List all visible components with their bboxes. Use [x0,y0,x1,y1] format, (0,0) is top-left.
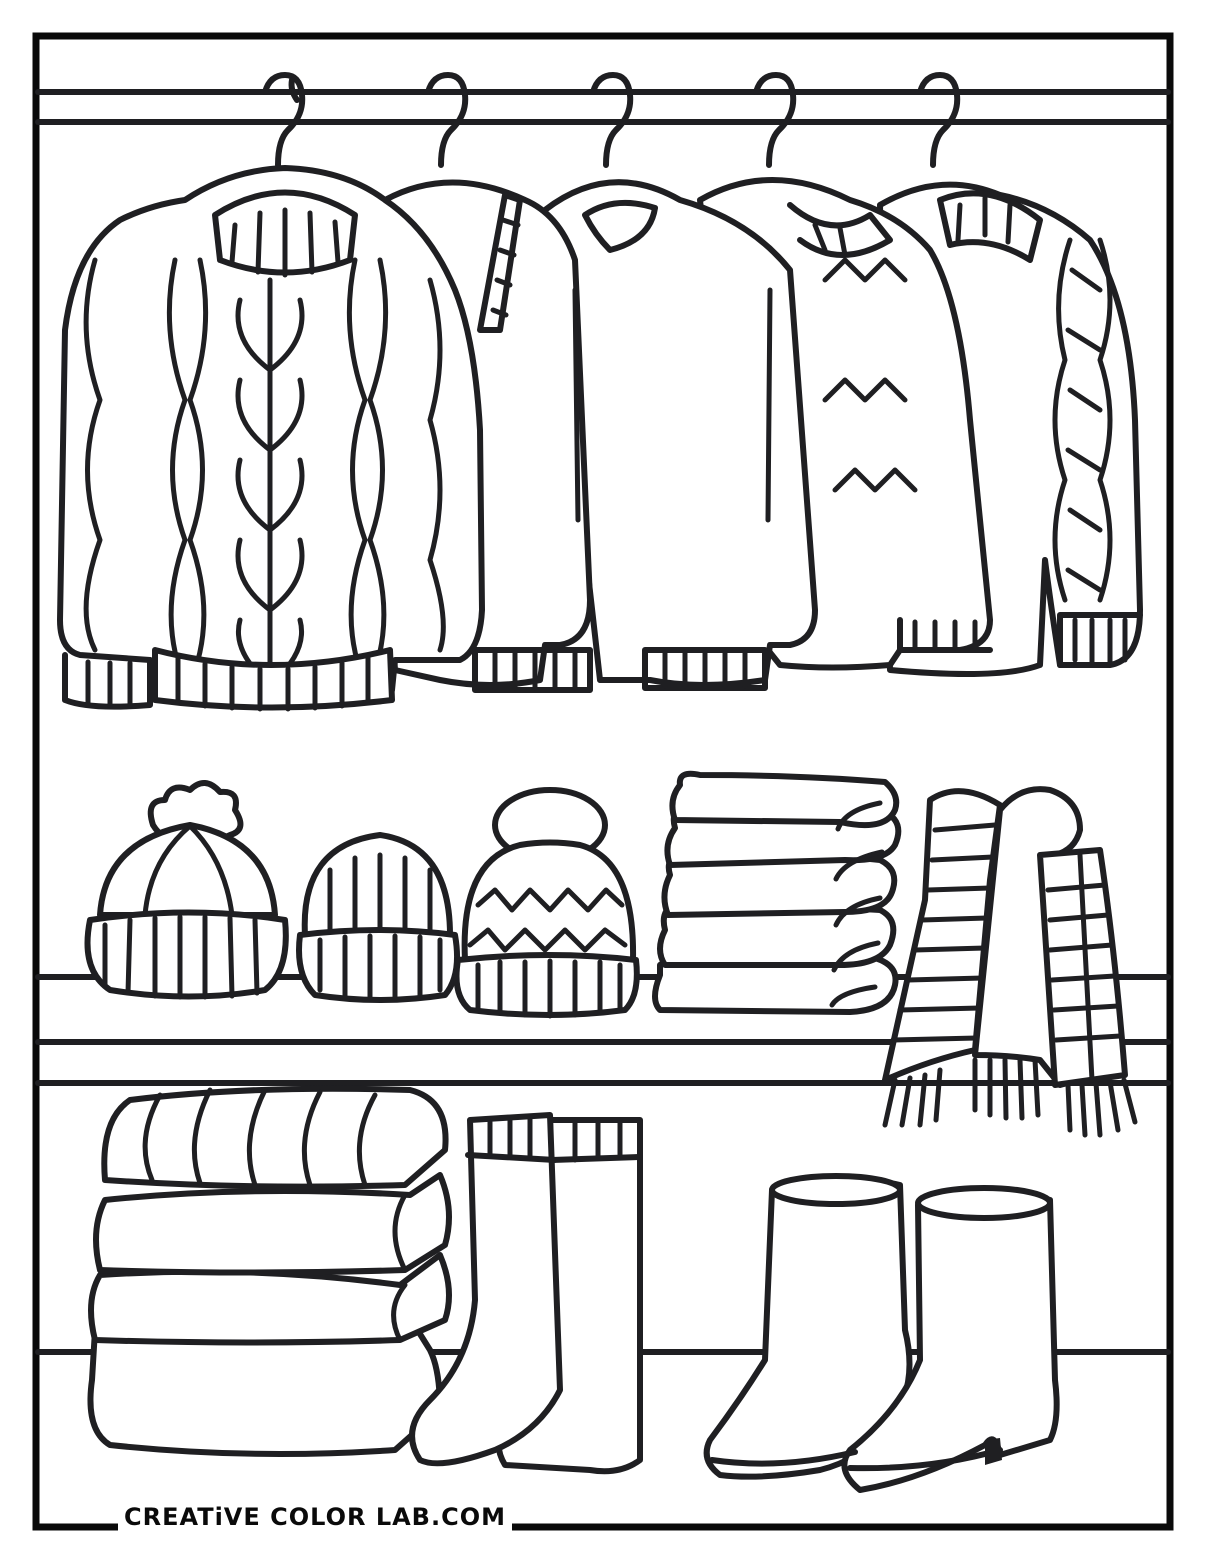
folded-sweater-stack [652,770,902,1015]
beanie-ribbed [296,832,460,1003]
socks-pair [409,1112,643,1475]
sweater-cable-turtleneck [57,165,485,712]
rain-boots-pair [703,1173,1060,1493]
beanie-zigzag [453,787,640,1019]
beanie-pompom [84,780,289,1000]
page-frame [32,32,1174,1531]
folded-blanket-stack [87,1085,452,1457]
striped-scarf [882,786,1138,1138]
site-credit: CREATiVE COLOR LAB.COM [118,1499,512,1535]
closet-rod [35,89,1171,125]
hangers [262,72,961,168]
